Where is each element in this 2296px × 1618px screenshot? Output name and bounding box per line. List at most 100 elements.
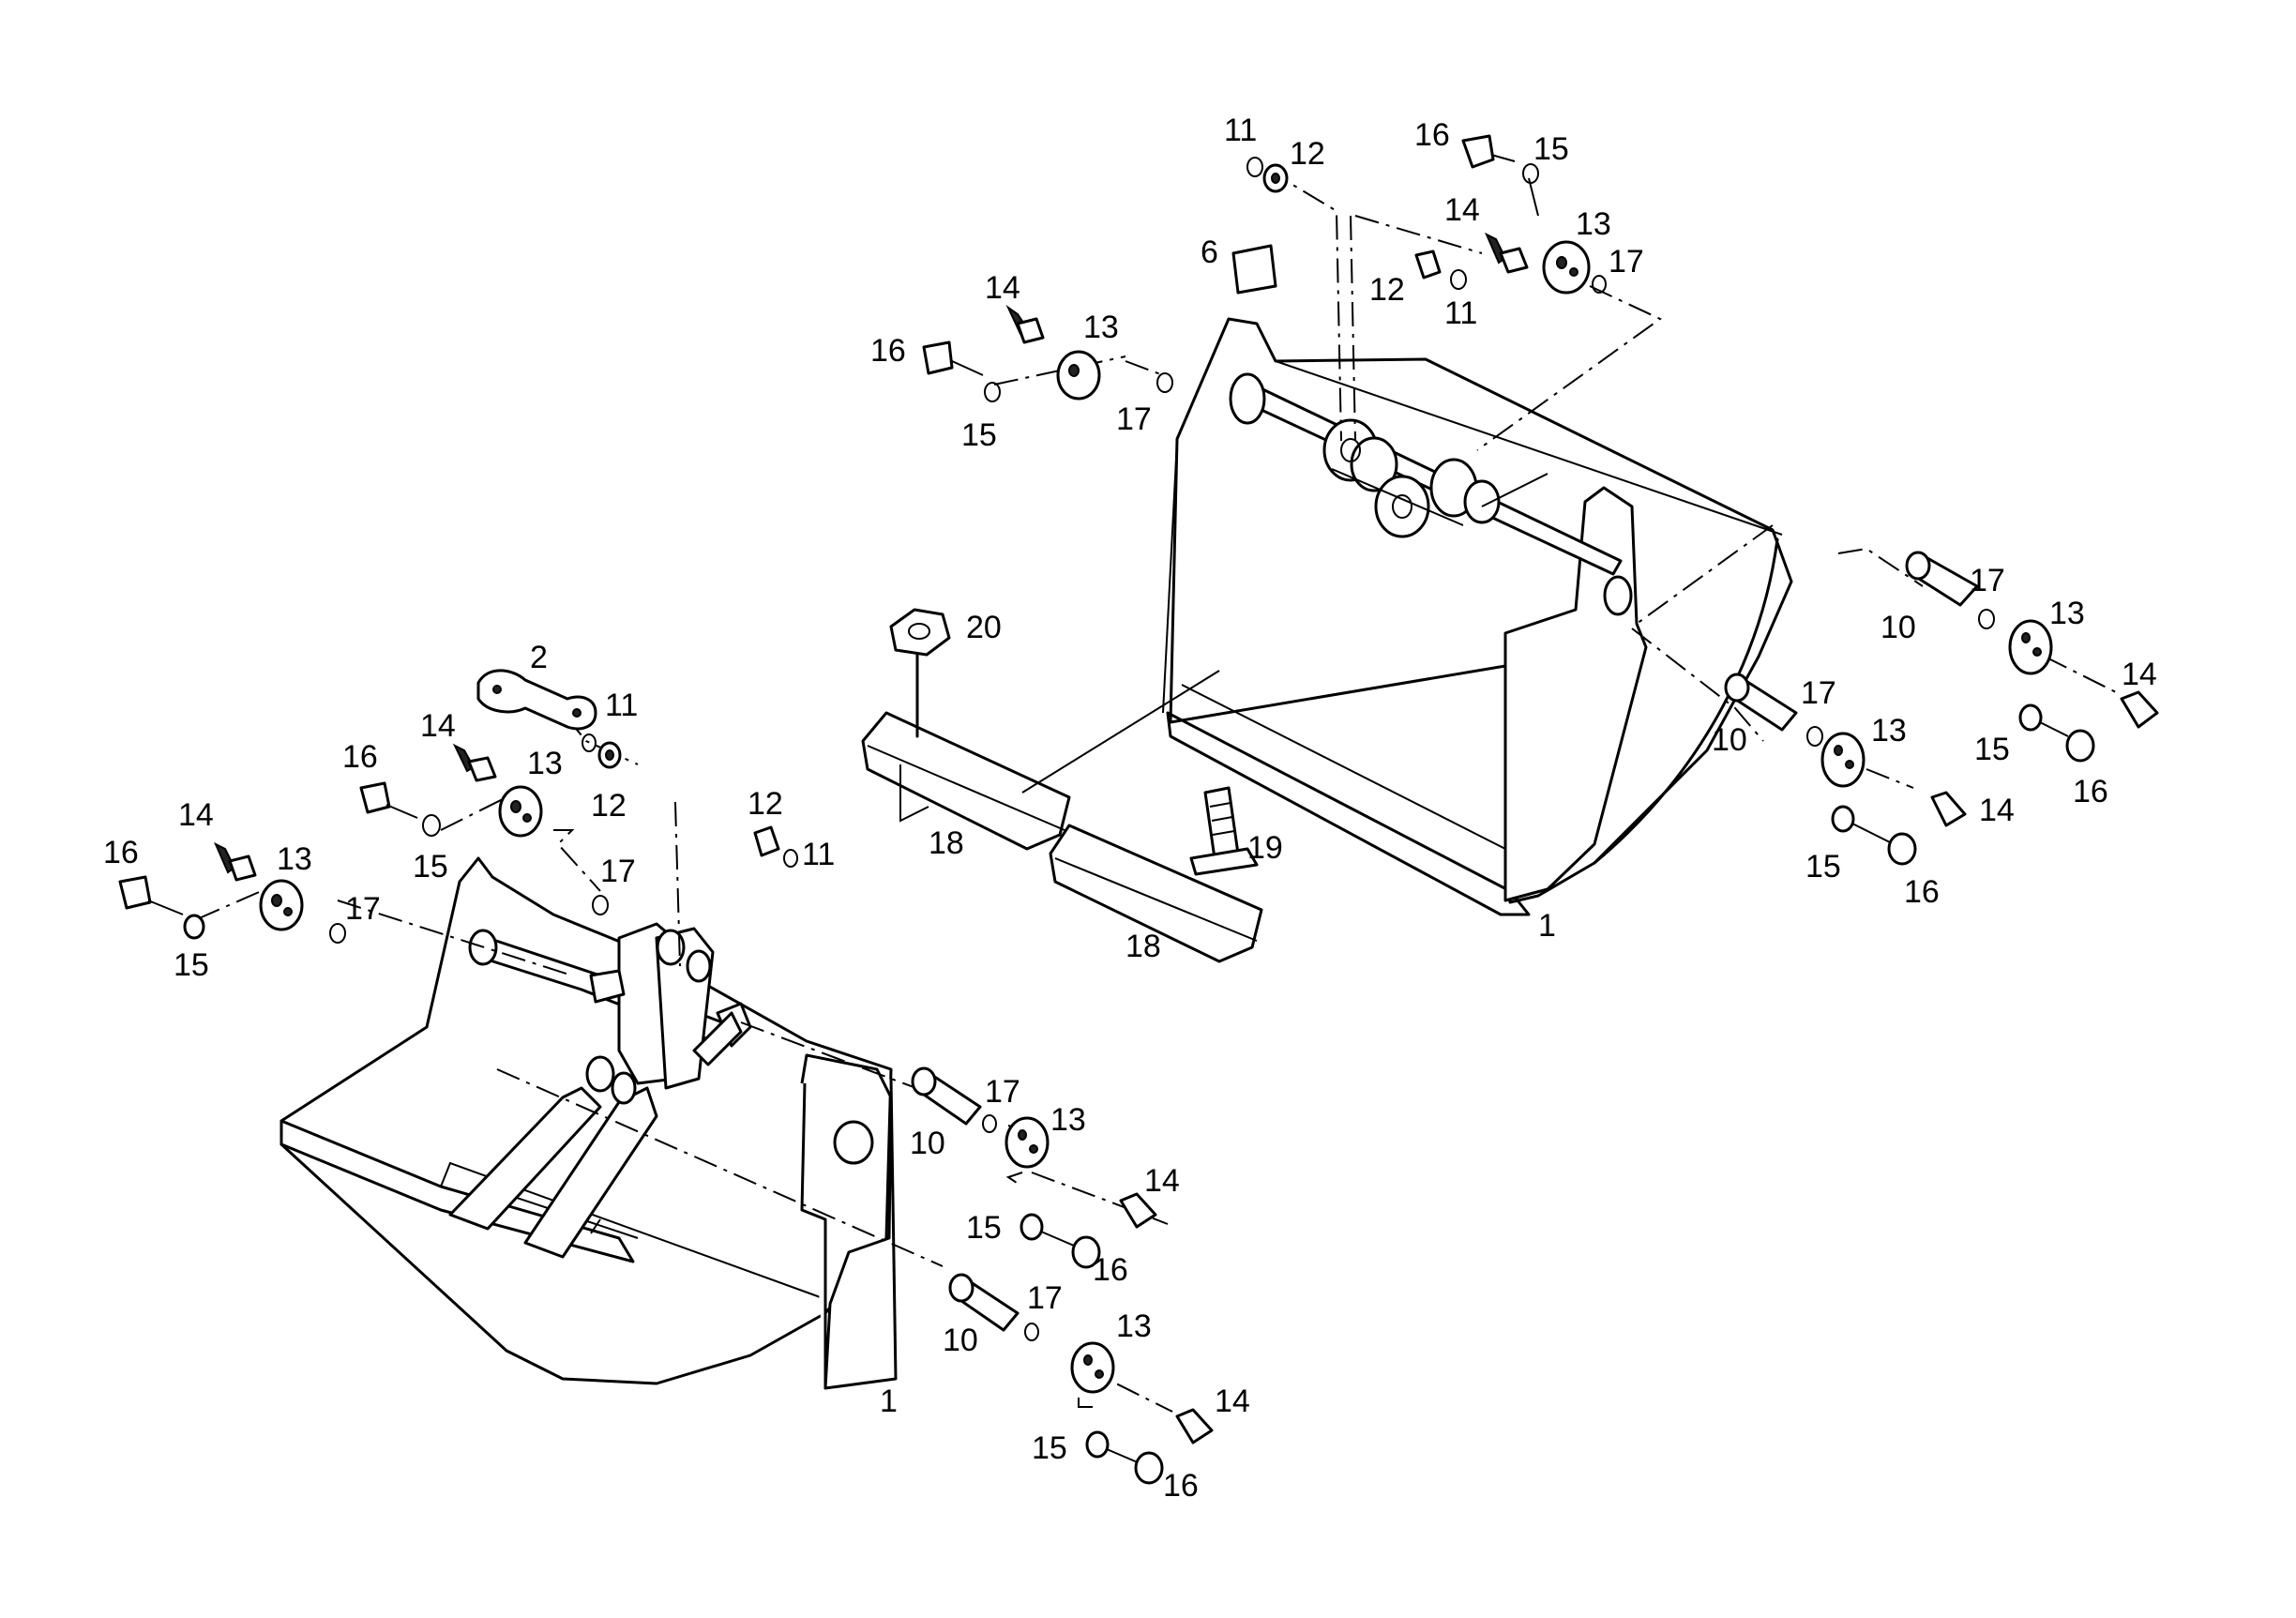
washer-15-l2 [183, 914, 205, 940]
nut-20 [889, 608, 951, 738]
callout-12: 12 [1290, 136, 1325, 172]
washer-15-l1 [422, 814, 441, 837]
pin-10-right-upper [1905, 551, 1979, 607]
callout-13: 13 [527, 746, 563, 781]
bolt-16-left-upper [1040, 1231, 1101, 1269]
oring-17-l1 [592, 895, 609, 915]
callout-12: 12 [591, 788, 627, 824]
washer-15-top [1522, 163, 1539, 217]
callout-10: 10 [1881, 610, 1916, 645]
callout-19: 19 [1247, 830, 1283, 866]
bolt-16-l1 [359, 781, 418, 819]
callout-11: 11 [802, 837, 835, 872]
callout-15: 15 [174, 947, 209, 983]
callout-14: 14 [1144, 1163, 1180, 1199]
oring-17-right-upper [1978, 609, 1995, 629]
callout-14: 14 [1444, 192, 1480, 228]
grease-nipple-14-l1 [452, 743, 497, 782]
callout-18: 18 [1125, 929, 1161, 964]
callout-14: 14 [1215, 1384, 1250, 1419]
grease-nipple-14-top [1484, 232, 1529, 274]
bushing-12-top [1262, 163, 1289, 193]
callout-15: 15 [1533, 131, 1569, 167]
callout-16: 16 [342, 739, 378, 775]
washer-15-right-upper [2018, 703, 2043, 732]
link-plate-2 [476, 669, 597, 731]
cutting-edge-left-18 [861, 711, 1071, 851]
grease-nipple-14-left-upper [1119, 1192, 1157, 1229]
grease-nipple-14-right-lower [1930, 791, 1967, 827]
cap-13-left-lower [1070, 1341, 1115, 1394]
cap-13-l1 [498, 785, 543, 838]
callout-14: 14 [178, 797, 214, 833]
callout-14: 14 [1979, 793, 2015, 828]
callout-13: 13 [277, 841, 312, 877]
callout-15: 15 [413, 849, 448, 885]
callout-16: 16 [1163, 1468, 1199, 1504]
cutting-edge-right-18 [1049, 824, 1263, 963]
callout-13: 13 [1116, 1308, 1152, 1344]
bolt-16-l2 [118, 875, 184, 915]
callout-12: 12 [1369, 272, 1405, 308]
callout-17: 17 [345, 891, 381, 927]
callout-12: 12 [748, 786, 783, 822]
oring-11-mid [1450, 269, 1467, 290]
bushing-12-l2 [753, 825, 780, 857]
callout-17: 17 [600, 854, 636, 889]
washer-15-left [984, 382, 1001, 402]
callout-11: 11 [1224, 113, 1257, 148]
oring-17-top [1592, 275, 1607, 294]
pin-10-right-lower [1724, 673, 1798, 732]
callout-16: 16 [1904, 874, 1940, 910]
callout-15: 15 [1805, 849, 1841, 885]
callout-17: 17 [1609, 244, 1644, 280]
oring-17-l2 [329, 923, 346, 944]
callout-16: 16 [1093, 1252, 1128, 1288]
grease-nipple-14-left [1005, 305, 1045, 344]
oring-17-left-upper [982, 1114, 997, 1133]
oring-17-left-lower [1024, 1323, 1039, 1341]
cap-13-right-upper [2008, 619, 2053, 675]
callout-15: 15 [1974, 732, 2010, 767]
callout-13: 13 [1083, 310, 1119, 345]
callout-labels: 11 12 16 15 14 13 17 6 12 11 14 13 16 15… [103, 113, 2157, 1504]
bolt-16-right-lower [1851, 823, 1917, 866]
bolt-16-top [1461, 134, 1516, 169]
cap-13-top [1542, 240, 1591, 295]
callout-14: 14 [985, 270, 1020, 306]
oring-17-right-lower [1806, 726, 1823, 747]
bolt-16-right-upper [2039, 721, 2095, 763]
callout-11: 11 [605, 688, 638, 723]
callout-17: 17 [1970, 563, 2005, 598]
bushing-12-mid [1414, 250, 1442, 280]
callout-17: 17 [1027, 1280, 1063, 1316]
cap-13-right-lower [1820, 732, 1866, 788]
callout-2: 2 [530, 640, 548, 675]
callout-15: 15 [961, 417, 997, 453]
oring-11-l2 [783, 849, 798, 868]
callout-17: 17 [985, 1074, 1020, 1110]
callout-13: 13 [1050, 1102, 1086, 1138]
bolt-16-left-lower [1106, 1448, 1164, 1485]
bucket-left [279, 856, 898, 1390]
callout-18: 18 [929, 825, 964, 861]
oring-17-left [1156, 372, 1173, 393]
callout-1: 1 [1538, 908, 1556, 944]
washer-15-right-lower [1831, 805, 1855, 833]
callout-17: 17 [1116, 401, 1152, 437]
callout-20: 20 [966, 610, 1002, 645]
callout-10: 10 [1712, 722, 1747, 758]
callout-16: 16 [2073, 774, 2108, 809]
pin-10-left-lower [948, 1273, 1020, 1332]
callout-16: 16 [870, 333, 906, 369]
bolt-16-left [922, 340, 984, 376]
oring-11-top [1246, 157, 1263, 177]
callout-13: 13 [1576, 206, 1611, 242]
grease-nipple-14-l2 [213, 841, 257, 882]
grease-nipple-14-right-upper [2120, 690, 2159, 729]
callout-15: 15 [1032, 1430, 1067, 1466]
callout-10: 10 [910, 1126, 945, 1161]
callout-16: 16 [103, 835, 139, 870]
